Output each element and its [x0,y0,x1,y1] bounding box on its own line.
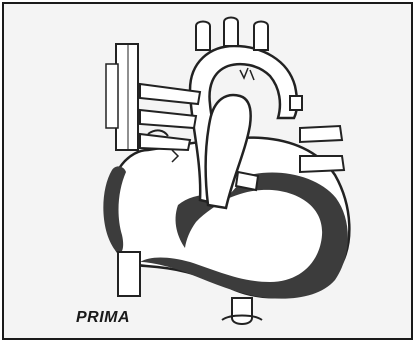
superior-vena-cava [106,44,138,150]
pulmonary-arteries [140,84,200,150]
inferior-vena-cava [118,252,140,296]
descending-aorta-stub [222,298,262,324]
figure-label: PRIMA [76,309,130,327]
